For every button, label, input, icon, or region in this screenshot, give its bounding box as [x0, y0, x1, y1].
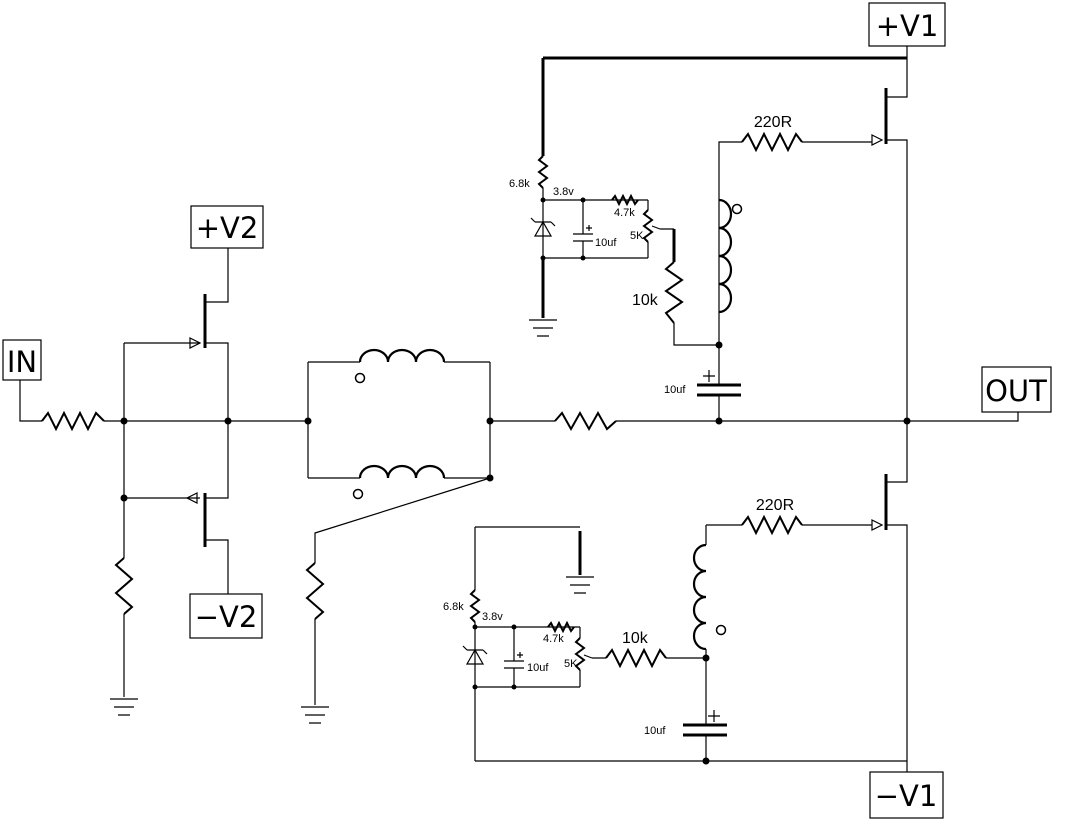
lower-6k8-resistor — [469, 589, 481, 623]
out-terminal-label: OUT — [985, 374, 1047, 408]
upper-6k8-resistor — [537, 155, 549, 189]
lower-inductor-coil — [358, 464, 446, 479]
upper-220r-label: 220R — [754, 114, 792, 131]
lower-cap-plus — [708, 710, 720, 722]
ground-symbol-feedback — [301, 706, 329, 724]
pos-v2-terminal-box — [190, 205, 264, 249]
feedback-wire — [314, 477, 491, 563]
lower-4k7-resistor — [547, 620, 575, 634]
lower-cap-out-label: 10uf — [644, 725, 666, 737]
upper-5k-label: 5K — [630, 230, 644, 242]
pos-v1-label: +V1 — [876, 9, 939, 43]
input-stage: IN — [2, 339, 228, 716]
upper-10k-label: 10k — [632, 292, 659, 309]
lower-6k8-label: 6.8k — [443, 601, 464, 613]
upper-bias-return-wire — [673, 323, 719, 346]
upper-pot — [642, 209, 654, 243]
upper-source-wire — [886, 139, 908, 421]
ground-symbol-upper-bias — [529, 319, 557, 337]
lower-10uf-label: 10uf — [527, 662, 549, 674]
neg-v1-terminal-box — [869, 771, 944, 819]
ground-symbol-lower-bias — [566, 576, 594, 594]
junction-dot — [120, 417, 128, 425]
junction-dot — [304, 417, 312, 425]
upper-output-arrow — [871, 134, 884, 146]
in-terminal-label: IN — [7, 345, 37, 379]
upper-cap-plus — [703, 370, 715, 382]
pos-v2-label: +V2 — [196, 211, 259, 245]
upper-driver-arrow — [189, 337, 202, 349]
pos-v1-wire — [886, 46, 908, 98]
driver-transistors: +V2 −V2 — [185, 205, 264, 639]
junction-dot — [540, 255, 546, 261]
lower-bias-network: 6.8k 3.8v 10uf 4.7k 5K 10k — [443, 526, 706, 761]
neg-v2-terminal-box — [189, 593, 263, 639]
out-terminal-box — [981, 366, 1052, 413]
lower-gate-inductor — [692, 543, 707, 651]
lower-5k-label: 5K — [564, 658, 578, 670]
ground-symbol-input — [110, 698, 138, 716]
lower-drain-wire — [886, 421, 908, 483]
junction-dot — [120, 494, 128, 502]
lower-output-stage: 220R 10uf −V1 — [475, 421, 944, 819]
upper-cap-out-label: 10uf — [664, 384, 686, 396]
upper-inductor-coil — [358, 348, 446, 363]
lower-inductor-phase-dot — [352, 488, 364, 500]
neg-v1-label: −V1 — [875, 779, 938, 813]
lower-zener-return-wire — [474, 627, 580, 688]
input-wire — [19, 380, 42, 422]
upper-10uf-label: 10uf — [595, 237, 617, 249]
upper-gate-inductor-dot — [731, 203, 743, 215]
upper-3v8-label: 3.8v — [553, 186, 574, 198]
lower-bias-cap-plus — [517, 652, 523, 658]
lower-output-arrow — [871, 519, 884, 531]
upper-gate-resistor — [741, 131, 803, 153]
inductor-network: OUT — [228, 348, 1052, 724]
upper-zener-diode — [530, 217, 556, 237]
feedback-resistor — [305, 562, 325, 620]
in-terminal-box — [2, 339, 42, 381]
upper-gate-feed-wire — [718, 141, 742, 345]
input-resistor — [41, 410, 105, 432]
lower-gate-resistor — [741, 514, 803, 536]
neg-v2-wire — [205, 539, 229, 594]
junction-dot — [702, 757, 710, 765]
upper-output-stage: +V1 220R 10uf — [543, 2, 946, 421]
upper-gate-inductor — [718, 198, 733, 314]
lower-gate-inductor-dot — [715, 624, 727, 636]
junction-dot — [540, 197, 546, 203]
output-series-resistor — [554, 410, 617, 432]
lower-pot-wiper — [583, 654, 606, 659]
lower-driver-arrow — [185, 492, 198, 504]
lower-3v8-label: 3.8v — [482, 611, 503, 623]
lower-zener-diode — [462, 645, 488, 665]
upper-4k7-resistor — [611, 193, 639, 207]
lower-10k-label: 10k — [622, 630, 649, 647]
lower-source-wire — [886, 524, 908, 772]
lower-220r-label: 220R — [756, 497, 794, 514]
output-bus-wire — [616, 412, 1019, 422]
neg-v2-label: −V2 — [195, 600, 258, 634]
junction-dot — [472, 624, 478, 630]
upper-4k7-label: 4.7k — [614, 207, 635, 219]
gate-bias-resistor — [114, 557, 134, 615]
upper-bias-cap — [573, 233, 593, 242]
upper-bias-cap-plus — [586, 225, 592, 231]
upper-inductor-phase-dot — [354, 372, 366, 384]
lower-pot — [574, 637, 586, 671]
upper-pot-wiper — [651, 225, 674, 230]
upper-6k8-label: 6.8k — [509, 178, 530, 190]
lower-bias-cap — [504, 660, 524, 669]
junction-dot — [472, 684, 478, 690]
upper-10k-resistor — [664, 261, 684, 324]
upper-bias-network: 6.8k 3.8v 10uf 4.7k 5K 10k — [509, 58, 684, 337]
lower-4k7-label: 4.7k — [543, 633, 564, 645]
lower-10k-resistor — [605, 647, 667, 669]
pos-v2-wire — [205, 248, 229, 303]
inductor-side-rails — [307, 362, 491, 478]
